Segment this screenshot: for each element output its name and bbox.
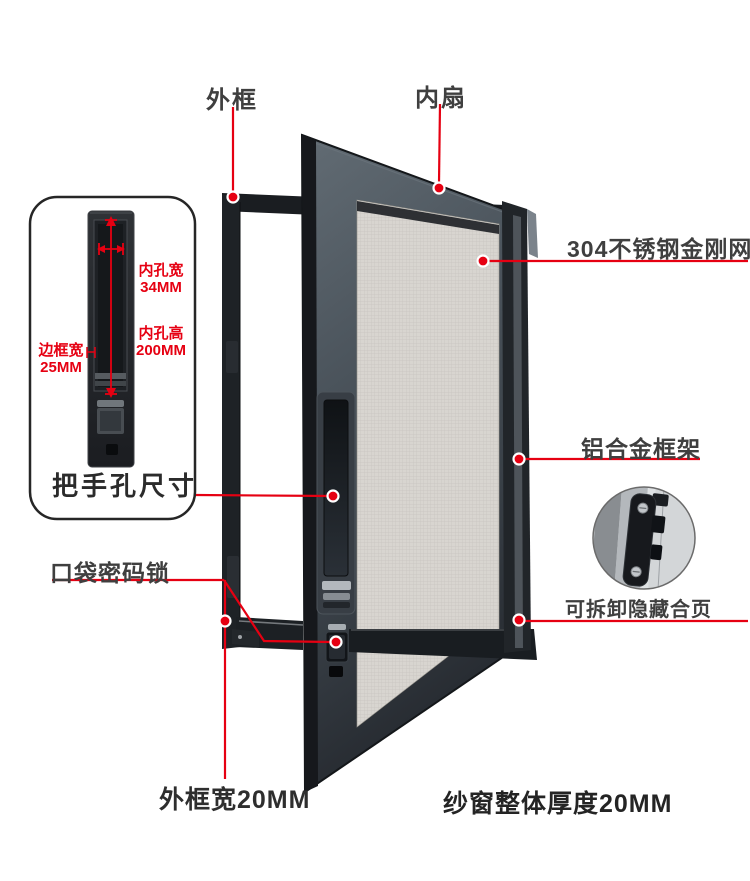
- sash-edge-strip: [302, 135, 318, 792]
- overall-thickness-label: 纱窗整体厚度20MM: [443, 790, 673, 818]
- inner-width-dimension: 内孔宽 34MM: [119, 262, 203, 296]
- border-width-dimension: 边框宽 25MM: [19, 342, 103, 376]
- dimension-marks: [86, 216, 125, 398]
- inner-width-label: 内孔宽: [138, 262, 184, 279]
- inner-height-label: 内孔高: [138, 325, 184, 342]
- callout-dot: [218, 614, 232, 628]
- callout-dot: [226, 190, 240, 204]
- callout-dot: [476, 254, 490, 268]
- steel-mesh-label: 304不锈钢金刚网: [567, 236, 750, 262]
- hinge-label: 可拆卸隐藏合页: [565, 599, 712, 621]
- border-width-value: 25MM: [40, 359, 82, 376]
- inner-sash-label: 内扇: [415, 85, 467, 112]
- frame-lock-keeper: [227, 556, 239, 598]
- frame-corner-bracket: [232, 629, 259, 647]
- callout-dot: [326, 489, 340, 503]
- callout-dot: [432, 181, 446, 195]
- pocket-lock-label: 口袋密码锁: [50, 560, 170, 586]
- frame-bottom-rail: [349, 629, 537, 660]
- frame-latch-keeper: [226, 341, 238, 373]
- alloy-frame-label: 铝合金框架: [581, 436, 701, 462]
- border-width-label: 边框宽: [38, 342, 84, 359]
- handle-detail-box: [28, 195, 197, 521]
- callout-dot: [329, 635, 343, 649]
- outer-frame-label: 外框: [206, 87, 258, 114]
- callout-lines: [52, 103, 748, 779]
- callout-dot: [512, 452, 526, 466]
- inner-width-value: 34MM: [140, 279, 182, 296]
- handle-caption-label: 把手孔尺寸: [52, 471, 198, 501]
- hinge-detail-circle: [592, 486, 696, 590]
- handle-recess: [316, 391, 356, 615]
- callout-dot: [512, 613, 526, 627]
- hinge-image: [622, 493, 669, 587]
- frame-right-stile: [502, 201, 538, 653]
- inner-height-value: 200MM: [135, 342, 187, 359]
- inner-sash-panel: [300, 133, 530, 794]
- callout-dots: [218, 181, 526, 649]
- outer-frame-width-label: 外框宽20MM: [159, 786, 311, 814]
- inner-height-dimension: 内孔高 200MM: [117, 325, 205, 359]
